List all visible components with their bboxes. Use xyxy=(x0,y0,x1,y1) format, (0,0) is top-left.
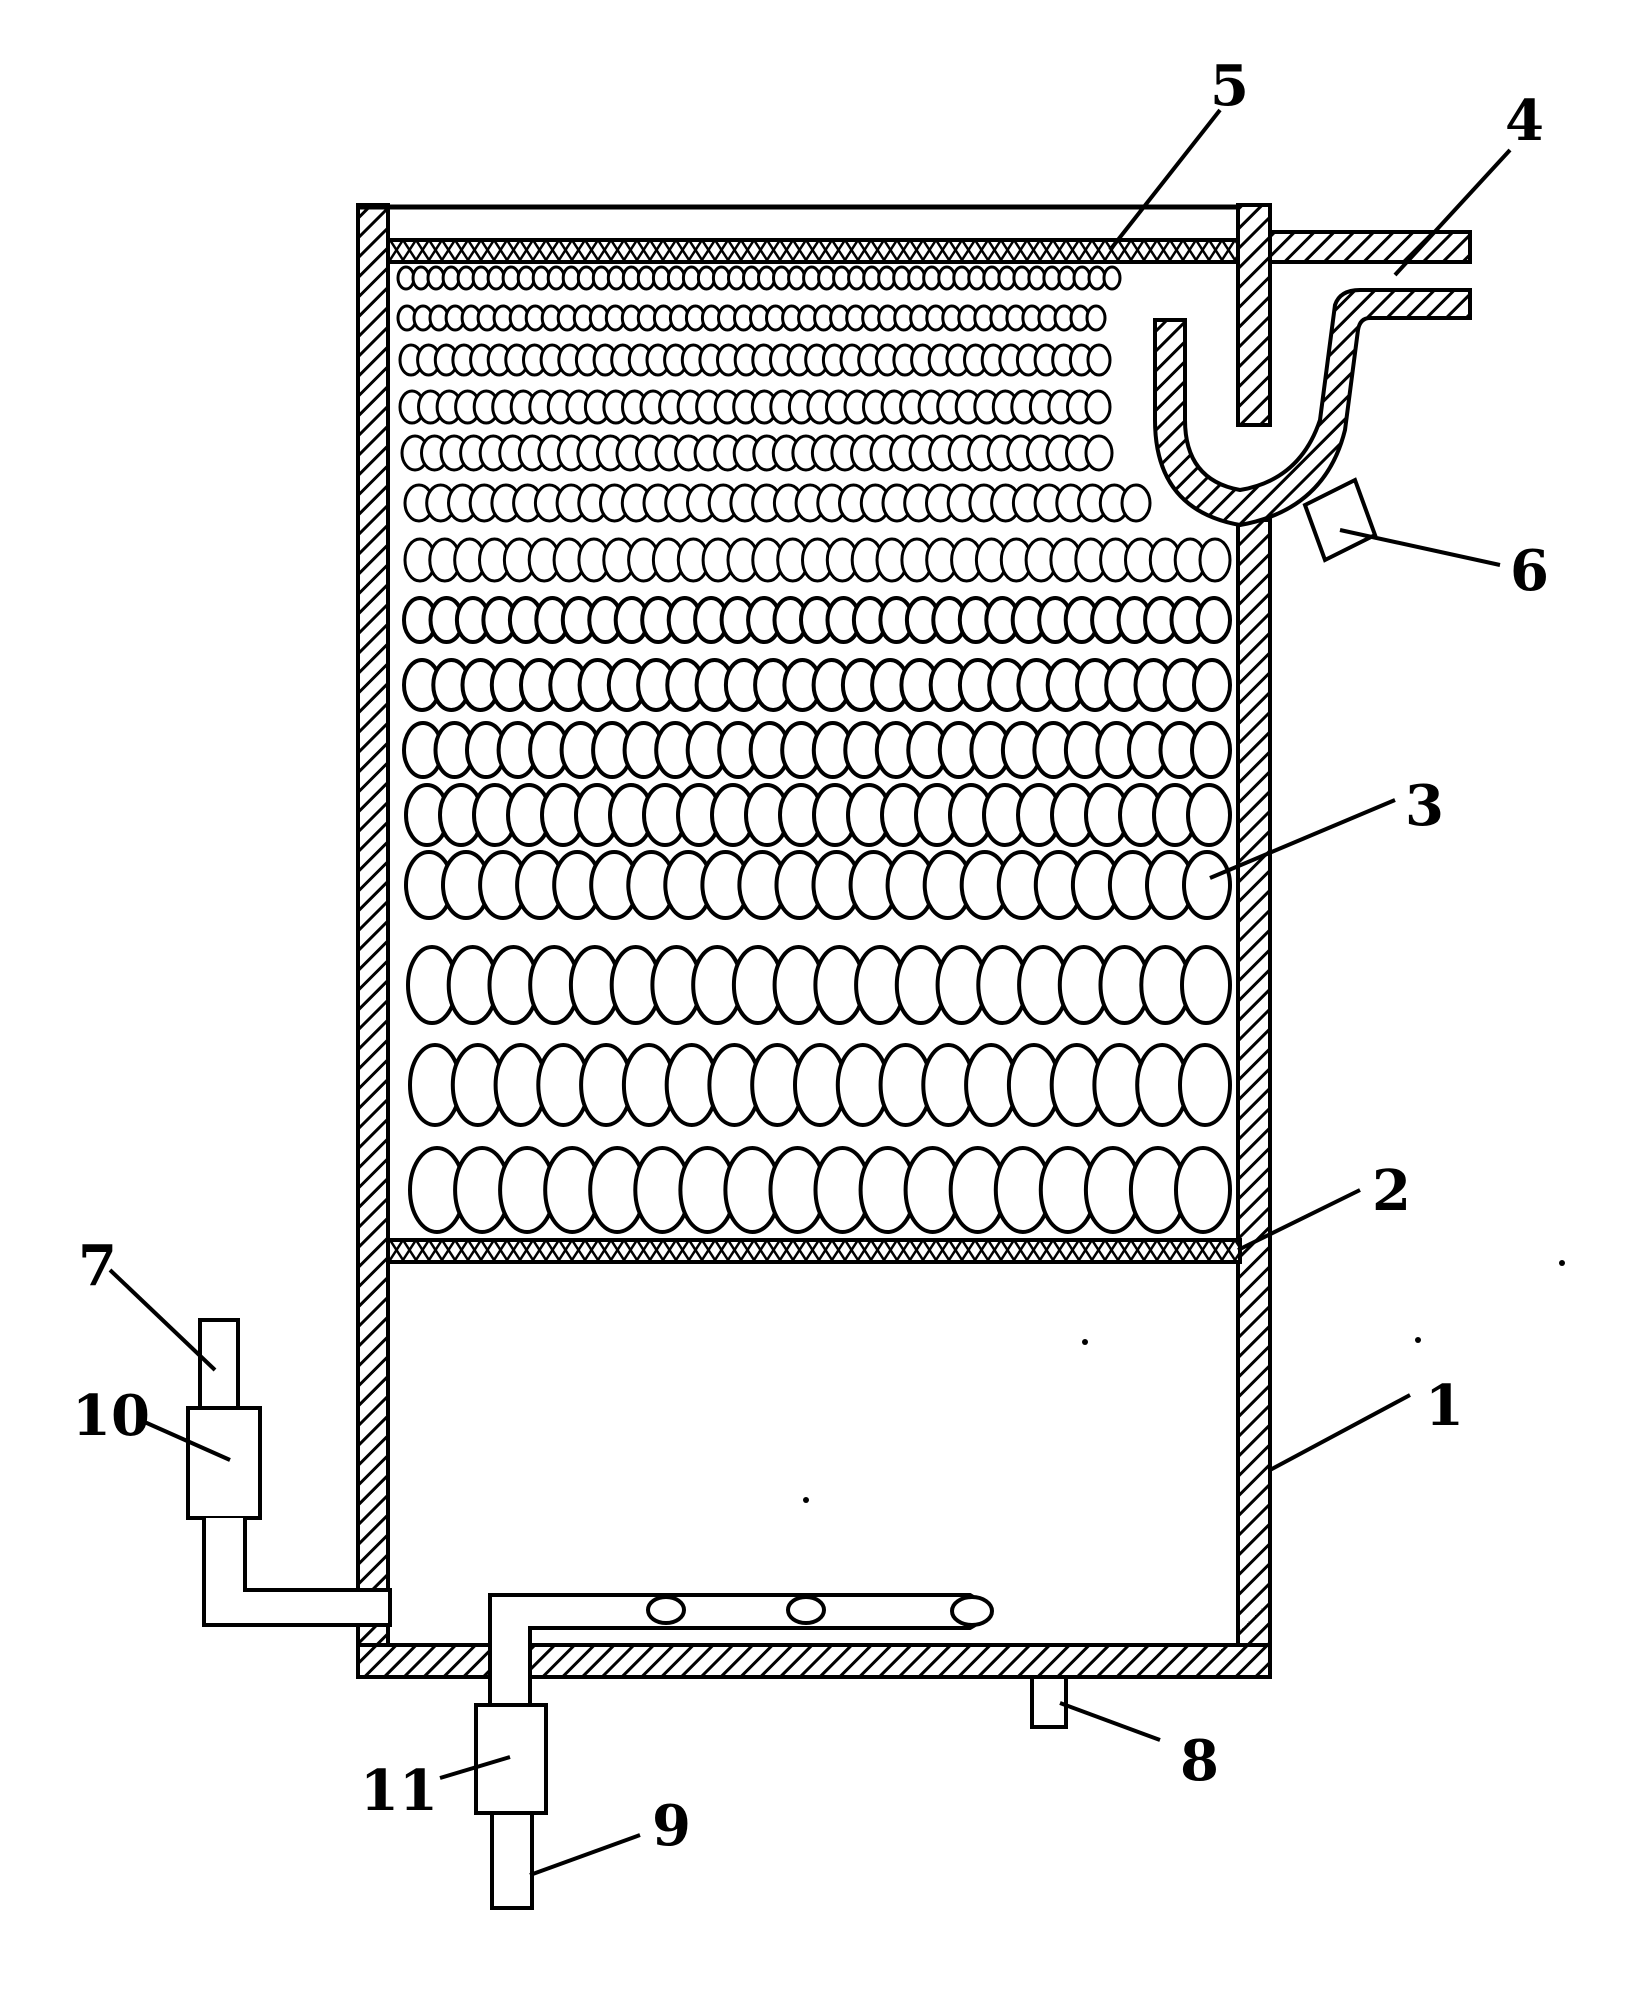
leader-3 xyxy=(1209,798,1396,880)
label-4: 4 xyxy=(1505,88,1544,154)
label-1: 1 xyxy=(1425,1373,1464,1439)
media-granule xyxy=(1086,343,1112,377)
leader-4 xyxy=(1393,148,1512,277)
leader-8 xyxy=(1059,1701,1161,1742)
leader-5 xyxy=(1108,108,1222,252)
trap-valve xyxy=(1302,477,1378,563)
speck xyxy=(1559,1260,1565,1266)
speck xyxy=(1082,1339,1088,1345)
media-granule xyxy=(1190,721,1232,779)
label-8: 8 xyxy=(1180,1728,1219,1794)
media-granule xyxy=(1102,265,1122,291)
aeration-hole-2 xyxy=(786,1595,826,1625)
inlet-valve xyxy=(186,1406,262,1520)
aeration-valve xyxy=(474,1703,548,1815)
aeration-inlet-pipe xyxy=(490,1811,534,1910)
outlet-horizontal-pipe xyxy=(1268,230,1472,264)
media-granule xyxy=(1085,304,1107,332)
media-granule xyxy=(501,265,521,291)
outlet-baffle xyxy=(1236,203,1272,427)
media-granule xyxy=(636,265,656,291)
media-granule xyxy=(1186,783,1232,847)
lower-screen xyxy=(386,1238,1242,1264)
media-granule xyxy=(982,265,1002,291)
media-granule xyxy=(1192,658,1232,712)
aeration-hole-1 xyxy=(646,1595,686,1625)
speck xyxy=(1415,1337,1421,1343)
media-granule xyxy=(1196,596,1232,644)
aeration-hole-3 xyxy=(950,1595,994,1627)
speck xyxy=(803,1497,809,1503)
label-11: 11 xyxy=(360,1758,438,1824)
leader-10 xyxy=(139,1418,231,1462)
label-9: 9 xyxy=(652,1793,691,1859)
inlet-pipe-top xyxy=(198,1318,240,1412)
media-granule xyxy=(1084,389,1112,425)
upper-screen xyxy=(386,238,1242,264)
label-3: 3 xyxy=(1405,773,1444,839)
leader-9 xyxy=(529,1833,641,1877)
aeration-line xyxy=(474,1593,994,1910)
media-granule xyxy=(1084,434,1114,472)
drain-nozzle xyxy=(1030,1675,1068,1729)
leader-lines xyxy=(108,108,1512,1877)
filter-media xyxy=(396,265,1232,1234)
inlet-pipe-elbow xyxy=(202,1518,392,1627)
media-granule xyxy=(1120,483,1152,523)
media-granule xyxy=(1180,945,1232,1025)
label-6: 6 xyxy=(1510,538,1549,604)
label-2: 2 xyxy=(1372,1158,1411,1224)
media-granule xyxy=(1178,1043,1232,1127)
tank-right-wall xyxy=(1236,518,1272,1677)
leader-6 xyxy=(1339,528,1501,567)
outlet-u-trap xyxy=(1153,288,1472,528)
leader-11 xyxy=(439,1755,511,1780)
media-granule xyxy=(1174,1146,1232,1234)
media-granule xyxy=(1182,850,1232,920)
inlet-line xyxy=(186,1318,392,1627)
media-granule xyxy=(847,265,867,291)
tank-shell xyxy=(356,203,1272,1679)
leader-2 xyxy=(1237,1188,1361,1252)
label-10: 10 xyxy=(72,1383,150,1449)
leader-7 xyxy=(108,1268,217,1372)
media-granule xyxy=(1198,537,1232,583)
label-7: 7 xyxy=(78,1233,117,1299)
tank-left-wall xyxy=(356,203,390,1677)
label-5: 5 xyxy=(1210,53,1249,119)
leader-1 xyxy=(1269,1393,1411,1472)
outlet-pipe xyxy=(1153,203,1472,528)
